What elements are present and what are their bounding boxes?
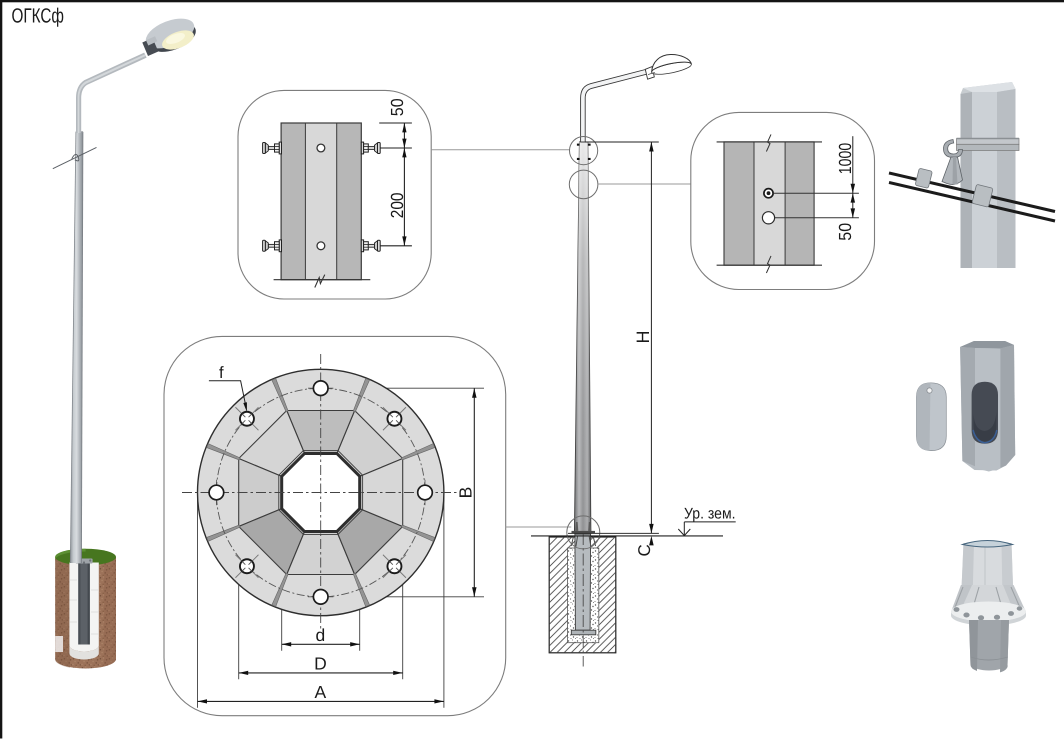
svg-text:ОГКСф: ОГКСф [12, 5, 65, 28]
svg-text:Ур. зем.: Ур. зем. [684, 506, 736, 523]
svg-text:H: H [633, 331, 653, 344]
svg-text:A: A [315, 682, 327, 702]
svg-text:f: f [219, 364, 224, 382]
svg-text:D: D [314, 653, 327, 673]
svg-text:1000: 1000 [835, 143, 855, 175]
svg-text:50: 50 [387, 98, 407, 116]
svg-text:50: 50 [835, 223, 855, 241]
svg-text:C: C [635, 544, 654, 556]
svg-text:200: 200 [387, 192, 407, 218]
svg-text:d: d [316, 625, 326, 645]
svg-text:B: B [456, 487, 476, 499]
